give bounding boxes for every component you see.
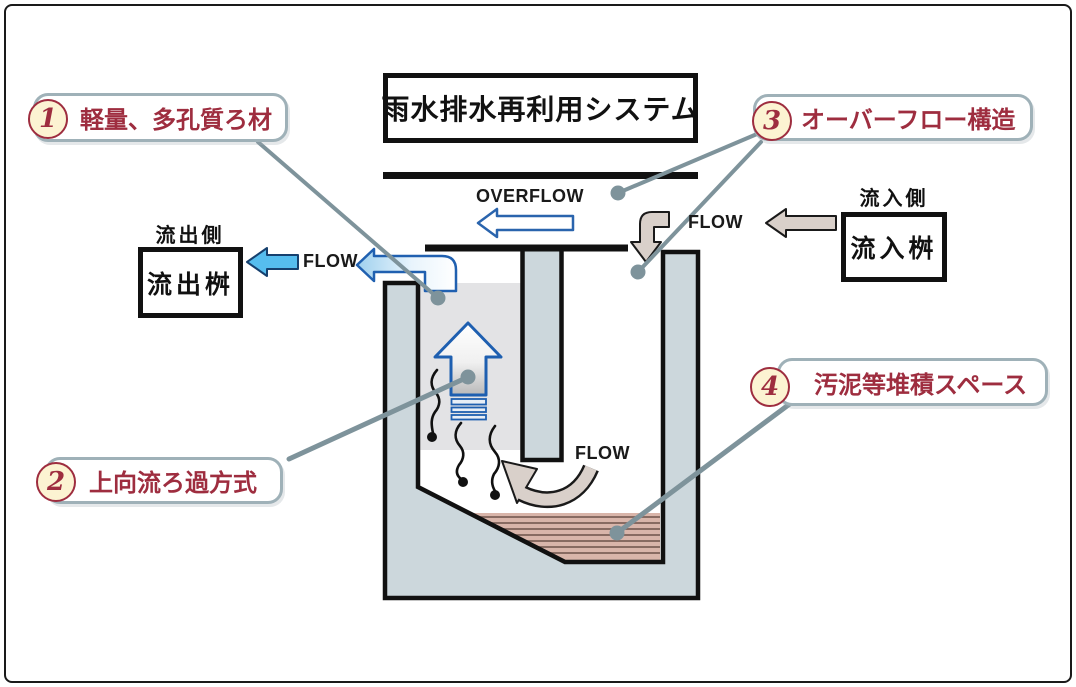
bottom-flow-text: FLOW bbox=[575, 443, 630, 463]
callout-2-number-badge: 2 bbox=[36, 462, 76, 502]
callout-4-label: 汚泥等堆積スペース bbox=[814, 371, 1028, 399]
tank-outer-wall bbox=[382, 249, 701, 601]
overflow-arrow bbox=[476, 207, 575, 239]
outflow-basin-box: 流出桝 bbox=[138, 247, 243, 318]
leader-line-3b bbox=[636, 140, 763, 274]
callout-2-label: 上向流ろ過方式 bbox=[89, 470, 257, 497]
inflow-elbow-arrow bbox=[630, 211, 670, 263]
bottom-curve-arrow bbox=[501, 460, 599, 509]
outflow-flow-arrow bbox=[246, 247, 299, 277]
leader-line-1 bbox=[256, 140, 440, 300]
callout-1-number-badge: 1 bbox=[28, 99, 68, 139]
upflow-arrow bbox=[433, 321, 503, 421]
callout-3-label: オーバーフロー構造 bbox=[801, 107, 1016, 134]
leader-line-4 bbox=[614, 400, 794, 536]
inflow-basin-box: 流入桝 bbox=[841, 212, 947, 282]
inflow-flow-arrow bbox=[765, 208, 837, 238]
overflow-text: OVERFLOW bbox=[476, 186, 584, 206]
callout-1-label: 軽量、多孔質ろ材 bbox=[80, 107, 272, 134]
callout-1-filter-media: 1 軽量、多孔質ろ材 bbox=[28, 93, 288, 142]
leader-dot-3b bbox=[630, 264, 646, 280]
organism-squiggles bbox=[427, 368, 501, 500]
leader-dot-1 bbox=[430, 290, 446, 306]
inflow-basin-label: 流入桝 bbox=[850, 235, 938, 263]
callout-4-sludge-space: 4 汚泥等堆積スペース bbox=[750, 358, 1048, 407]
outflow-basin-label: 流出桝 bbox=[146, 270, 234, 299]
diagram-title-box: 雨水排水再利用システム bbox=[381, 73, 700, 143]
callout-4-number-badge: 4 bbox=[750, 367, 790, 407]
leader-line-2 bbox=[286, 374, 471, 462]
inflow-side-label: 流入側 bbox=[859, 188, 929, 210]
callout-leader-lines bbox=[256, 132, 794, 541]
outflow-flow-text: FLOW bbox=[303, 251, 358, 271]
leader-dot-2 bbox=[460, 369, 476, 385]
leader-line-3a bbox=[616, 132, 759, 195]
callout-3-number-badge: 3 bbox=[752, 101, 792, 141]
diagram-title: 雨水排水再利用システム bbox=[381, 94, 700, 125]
divider-wall bbox=[520, 246, 564, 463]
tank-lid bbox=[425, 244, 628, 252]
callout-3-overflow-structure: 3 オーバーフロー構造 bbox=[752, 94, 1033, 141]
leader-dot-3a bbox=[610, 185, 626, 201]
inflow-flow-text: FLOW bbox=[688, 212, 743, 232]
overflow-level-line bbox=[383, 172, 698, 179]
outflow-side-label: 流出側 bbox=[155, 225, 225, 247]
canvas-border-frame bbox=[4, 4, 1072, 683]
callout-2-upflow: 2 上向流ろ過方式 bbox=[36, 457, 283, 504]
leader-dot-4 bbox=[609, 525, 625, 541]
